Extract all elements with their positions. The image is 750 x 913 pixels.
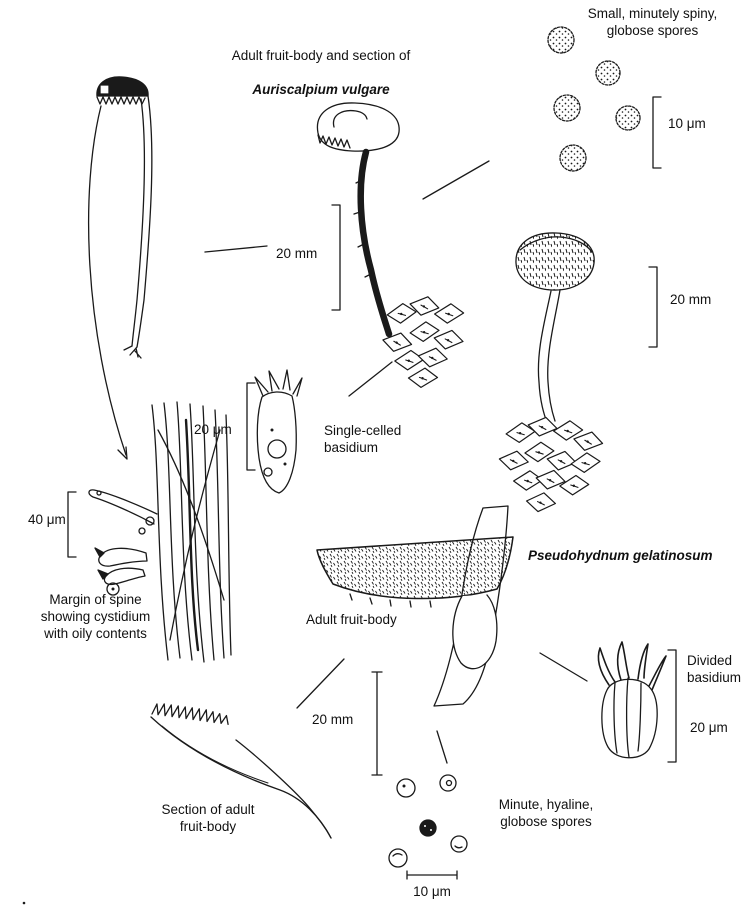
arrow-to-spine-detail [87, 105, 128, 460]
label-single-basidium: Single-celled basidium [324, 423, 402, 455]
scale-bracket-10um-top [652, 96, 662, 169]
pseudohydnum-fruit-body [316, 505, 514, 707]
scale-label-10um-top: 10 μm [668, 116, 706, 131]
section-of-fruit-body-drawing [150, 703, 332, 839]
period-mark [22, 901, 26, 905]
species-name-pseudohydnum: Pseudohydnum gelatinosum [528, 548, 713, 563]
scale-bracket-20mm-right [648, 266, 658, 348]
auriscalpium-adult-fruit-body [316, 102, 400, 338]
scale-label-20um-basidium: 20 μm [194, 422, 232, 437]
leader-line-section-fruitbody [296, 658, 345, 709]
label-adult-fruit-body: Adult fruit-body [306, 612, 397, 627]
auriscalpium-section-fruit-body [515, 232, 595, 424]
scale-label-40um: 40 μm [28, 512, 66, 527]
scale-label-20mm-center: 20 mm [312, 712, 354, 727]
detail-box-marker [99, 84, 110, 95]
label-spiny-spores: Small, minutely spiny, globose spores [587, 6, 718, 38]
leader-line-habit-scale [204, 245, 268, 253]
pine-cone-right [498, 415, 605, 514]
figure-title: Adult fruit-body and section of Auriscal… [207, 31, 435, 115]
scale-bar-20mm-center [371, 671, 383, 776]
scale-label-20um-divided: 20 μm [690, 720, 728, 735]
scale-bracket-40um [67, 491, 77, 558]
title-line: Adult fruit-body and section of [231, 47, 411, 63]
scale-label-20mm-right: 20 mm [670, 292, 712, 307]
scale-label-10um-bottom: 10 μm [413, 884, 451, 899]
hyaline-spores-group [388, 730, 468, 868]
label-section-adult: Section of adult fruit-body [161, 802, 255, 834]
scale-bracket-20um-basidium [246, 382, 256, 471]
scale-bracket-20mm-left [331, 204, 341, 311]
spiny-spores-group [547, 26, 641, 172]
single-celled-basidium-drawing [254, 369, 303, 494]
label-margin-of-spine: Margin of spine showing cystidium with o… [40, 592, 151, 641]
label-hyaline-spores: Minute, hyaline, globose spores [498, 797, 594, 829]
scale-bracket-20um-divided [667, 649, 677, 763]
pine-cone-center [381, 294, 465, 389]
label-divided-basidium: Divided basidium [687, 653, 742, 685]
species-name-auriscalpium: Auriscalpium vulgare [252, 81, 390, 97]
scale-label-20mm-left: 20 mm [276, 246, 318, 261]
divided-basidium-drawing [597, 641, 667, 759]
leader-line-fruitbody-spores [422, 160, 490, 200]
habit-sketch-auriscalpium [96, 76, 153, 359]
leader-line-basidium-cone [348, 361, 393, 397]
spine-margin-detail [88, 401, 232, 663]
scale-bar-10um-bottom [406, 870, 458, 880]
leader-line-to-divided-basidium [539, 652, 588, 682]
